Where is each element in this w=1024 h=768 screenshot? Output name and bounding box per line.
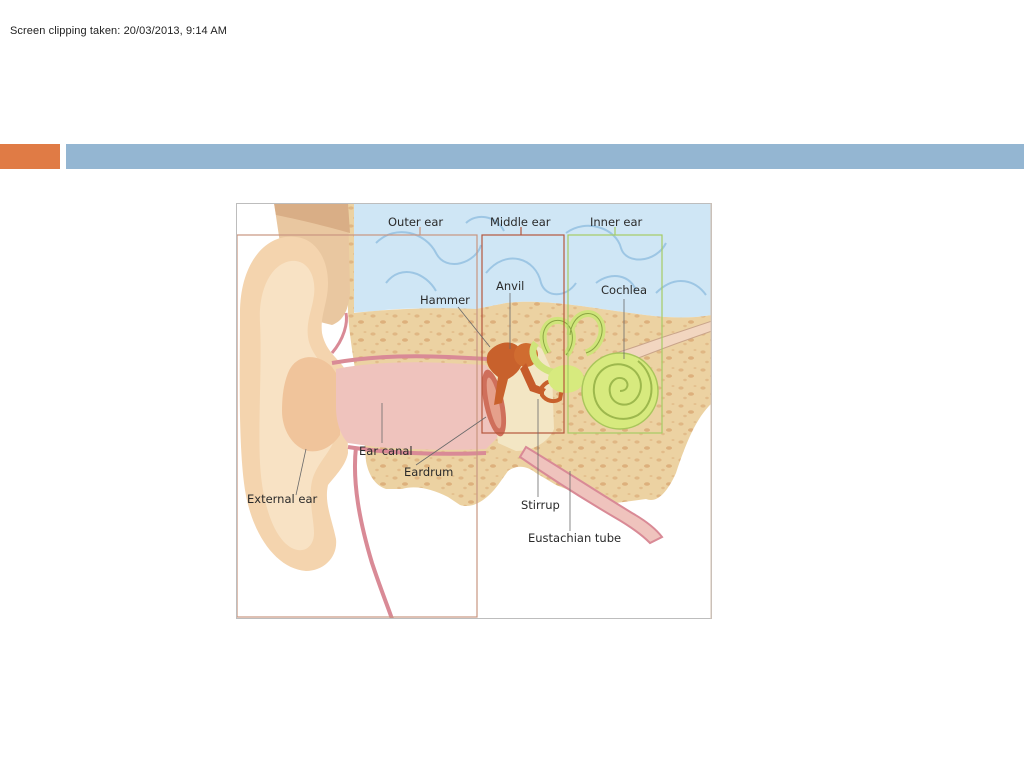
ear-canal-wall-bottom — [347, 445, 487, 456]
cochlea-spiral — [592, 360, 653, 420]
ear-canal-wall-top — [331, 354, 489, 365]
accent-bar-orange — [0, 144, 60, 169]
ear-anatomy-diagram: Outer ear Middle ear Inner ear Anvil Ham… — [236, 203, 712, 619]
label-eardrum: Eardrum — [404, 465, 453, 479]
label-anvil: Anvil — [496, 279, 524, 293]
ear-diagram-svg: Outer ear Middle ear Inner ear Anvil Ham… — [236, 203, 712, 619]
label-hammer: Hammer — [420, 293, 470, 307]
anvil-process — [520, 363, 546, 395]
label-eustachian-tube: Eustachian tube — [528, 531, 621, 545]
region-ticks — [419, 227, 616, 235]
pinna-concha — [282, 357, 340, 452]
accent-bar-blue — [66, 144, 1024, 169]
screen-clipping-caption: Screen clipping taken: 20/03/2013, 9:14 … — [10, 25, 228, 37]
eardrum-highlight — [486, 377, 502, 429]
label-inner-ear: Inner ear — [590, 215, 643, 229]
semicircular-canals-outline — [542, 312, 603, 356]
vestibule — [548, 365, 584, 393]
skin-fold-lower — [352, 446, 394, 619]
label-stirrup: Stirrup — [521, 498, 560, 512]
label-cochlea: Cochlea — [601, 283, 647, 297]
label-external-ear: External ear — [247, 492, 317, 506]
label-ear-canal: Ear canal — [359, 444, 413, 458]
label-middle-ear: Middle ear — [490, 215, 551, 229]
scalp-hair — [274, 203, 350, 233]
middle-ear-region-box — [481, 234, 565, 434]
brain-region — [348, 203, 712, 318]
hammer-bone — [486, 342, 523, 405]
skin-fold-upper — [330, 312, 348, 354]
leader-lines — [295, 293, 625, 531]
ear-canal — [336, 362, 498, 450]
label-outer-ear: Outer ear — [388, 215, 443, 229]
